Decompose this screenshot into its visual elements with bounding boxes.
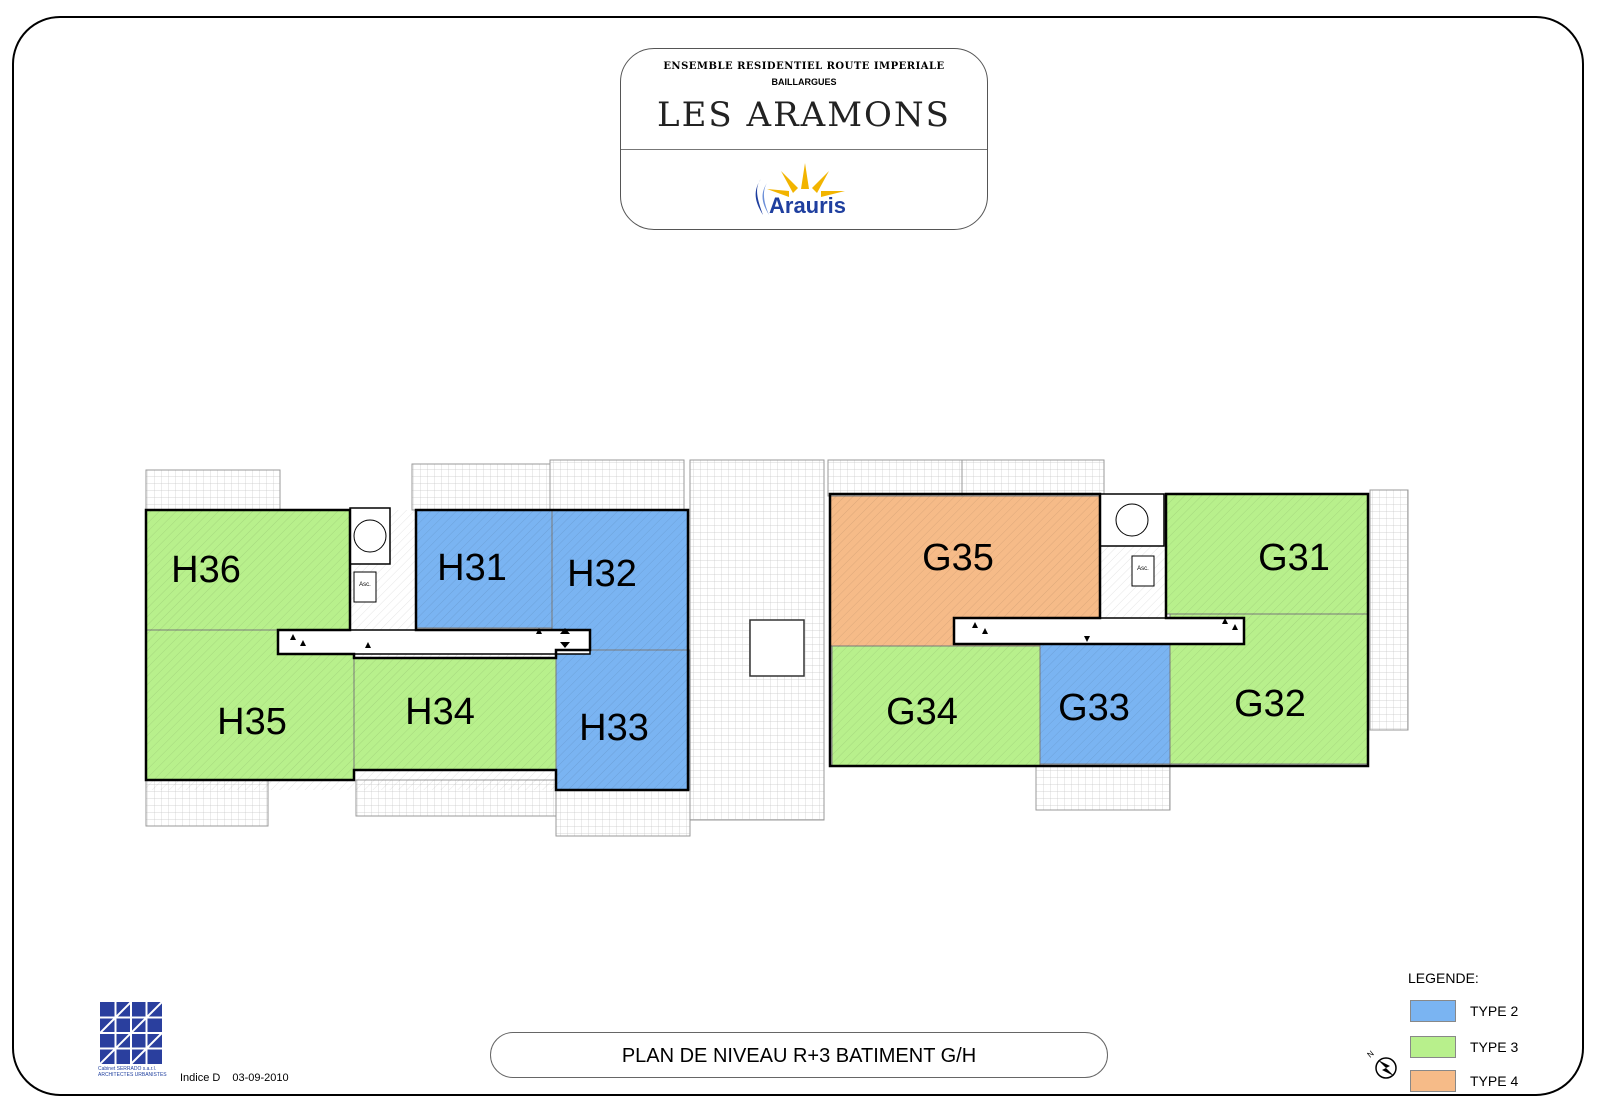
lift-icon: Asc. Asc. bbox=[353, 555, 1155, 603]
label-h33: H33 bbox=[579, 707, 649, 749]
legend-swatch bbox=[1410, 1000, 1456, 1022]
legend-label: TYPE 3 bbox=[1470, 1039, 1519, 1055]
title-divider bbox=[621, 149, 987, 150]
lift-label-h: Asc. bbox=[359, 582, 371, 588]
project-location: BAILLARGUES bbox=[771, 77, 837, 87]
title-block: ENSEMBLE RESIDENTIEL ROUTE IMPERIALE BAI… bbox=[620, 48, 988, 230]
drawing-title-box: PLAN DE NIVEAU R+3 BATIMENT G/H bbox=[490, 1032, 1108, 1078]
label-g32: G32 bbox=[1234, 683, 1306, 725]
revision-index: Indice D bbox=[180, 1072, 221, 1084]
drawing-title: PLAN DE NIVEAU R+3 BATIMENT G/H bbox=[621, 1045, 977, 1067]
label-g33: G33 bbox=[1058, 687, 1130, 729]
lift-label-g: Asc. bbox=[1137, 566, 1149, 572]
legend-swatch bbox=[1410, 1070, 1456, 1092]
project-title: LES ARAMONS bbox=[657, 95, 951, 135]
legend-item-type2: TYPE 2 bbox=[1410, 1000, 1560, 1024]
unit-labels: H36 H31 H32 H35 H34 H33 G35 G31 G34 G33 … bbox=[171, 537, 1330, 749]
legend-label: TYPE 2 bbox=[1470, 1003, 1519, 1019]
label-h32: H32 bbox=[567, 553, 637, 595]
project-subtitle: ENSEMBLE RESIDENTIEL ROUTE IMPERIALE bbox=[663, 61, 945, 72]
arauris-logo: Arauris bbox=[745, 159, 865, 221]
logo-text: Arauris bbox=[769, 193, 847, 218]
architect-name: Cabinet SERRADO s.a.r.l. ARCHITECTES URB… bbox=[98, 1066, 167, 1078]
building-outline bbox=[144, 492, 1370, 792]
door-arrow-icon bbox=[290, 618, 1238, 648]
stair-icon bbox=[349, 493, 1165, 565]
label-h31: H31 bbox=[437, 547, 507, 589]
label-g31: G31 bbox=[1258, 537, 1330, 579]
legend-item-type3: TYPE 3 bbox=[1410, 1036, 1560, 1060]
architect-logo-icon bbox=[100, 1002, 162, 1064]
sun-logo-icon bbox=[755, 163, 845, 215]
label-h36: H36 bbox=[171, 549, 241, 591]
legend-label: TYPE 4 bbox=[1470, 1073, 1519, 1089]
legend-title: LEGENDE: bbox=[1408, 970, 1479, 986]
terraces bbox=[145, 459, 1409, 837]
label-g34: G34 bbox=[886, 691, 958, 733]
page-frame bbox=[12, 16, 1584, 1096]
label-h35: H35 bbox=[217, 701, 287, 743]
compass-icon: N bbox=[1366, 1049, 1397, 1079]
legend-item-type4: TYPE 4 bbox=[1410, 1070, 1560, 1094]
legend-swatch bbox=[1410, 1036, 1456, 1058]
revision-date: 03-09-2010 bbox=[232, 1072, 289, 1084]
revision-info: Indice D 03-09-2010 bbox=[180, 1072, 289, 1084]
label-h34: H34 bbox=[405, 691, 475, 733]
compass-north-label: N bbox=[1366, 1049, 1376, 1060]
label-g35: G35 bbox=[922, 537, 994, 579]
